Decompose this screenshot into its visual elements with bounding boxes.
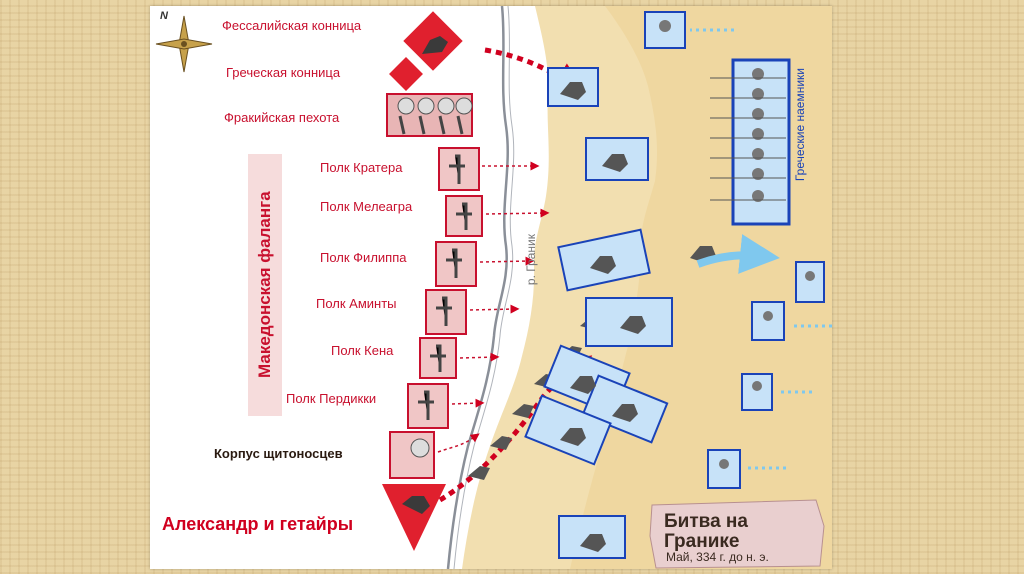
coenus-regiment — [419, 337, 457, 379]
compass-rose-icon — [155, 15, 213, 73]
krater-regiment — [438, 147, 480, 191]
hypaspists-unit — [389, 431, 435, 479]
label-greek-cavalry: Греческая конница — [226, 65, 341, 80]
persian-infantry-arrows — [690, 28, 832, 470]
river-label: р. Граник — [524, 234, 538, 286]
greek-mercenaries-label: Греческие наемники — [793, 68, 807, 182]
granicus-river-bank — [453, 6, 515, 569]
label-krater-regiment: Полк Кратера — [320, 160, 403, 175]
label-philip-regiment: Полк Филиппа — [320, 250, 407, 265]
label-hypaspists: Корпус щитоносцев — [214, 446, 343, 461]
map-title: Битва на Гранике — [664, 512, 748, 552]
persian-charge-arrow — [696, 234, 780, 274]
title-parchment — [649, 499, 825, 569]
cavalry-attack-arrow — [484, 47, 585, 92]
macedonian-phalanx-banner: Македонская фаланга — [248, 154, 282, 416]
map-title-line2: Гранике — [664, 531, 740, 552]
alexander-companions-unit — [382, 484, 446, 551]
label-perdiccas-regiment: Полк Пердикки — [286, 391, 377, 406]
label-coenus-regiment: Полк Кена — [331, 343, 394, 358]
label-amyntas-regiment: Полк Аминты — [316, 296, 397, 311]
map-graphics — [150, 6, 832, 569]
greek-mercenaries-unit — [710, 58, 791, 226]
battle-map: N Фессалийская конница Греческая конница… — [150, 6, 832, 569]
label-meleager-regiment: Полк Мелеагра — [320, 199, 413, 214]
persian-cavalry-figures — [560, 82, 716, 552]
label-thessalian-cavalry: Фессалийская конница — [222, 18, 362, 33]
compass-north-label: N — [160, 10, 168, 22]
map-subtitle: Май, 334 г. до н. э. — [666, 550, 769, 564]
phalanx-advance-arrows — [437, 161, 550, 453]
label-thracian-infantry: Фракийская пехота — [224, 110, 340, 125]
label-alexander-companions: Александр и гетайры — [162, 514, 354, 534]
perdiccas-regiment — [407, 383, 449, 429]
philip-regiment — [435, 241, 477, 287]
map-title-line1: Битва на — [664, 511, 748, 532]
persian-cavalry-units — [524, 67, 673, 559]
meleager-regiment — [445, 195, 483, 237]
thracian-infantry-unit — [386, 93, 473, 137]
amyntas-regiment — [425, 289, 467, 335]
persian-infantry-figures — [659, 20, 815, 469]
granicus-river — [446, 6, 509, 569]
